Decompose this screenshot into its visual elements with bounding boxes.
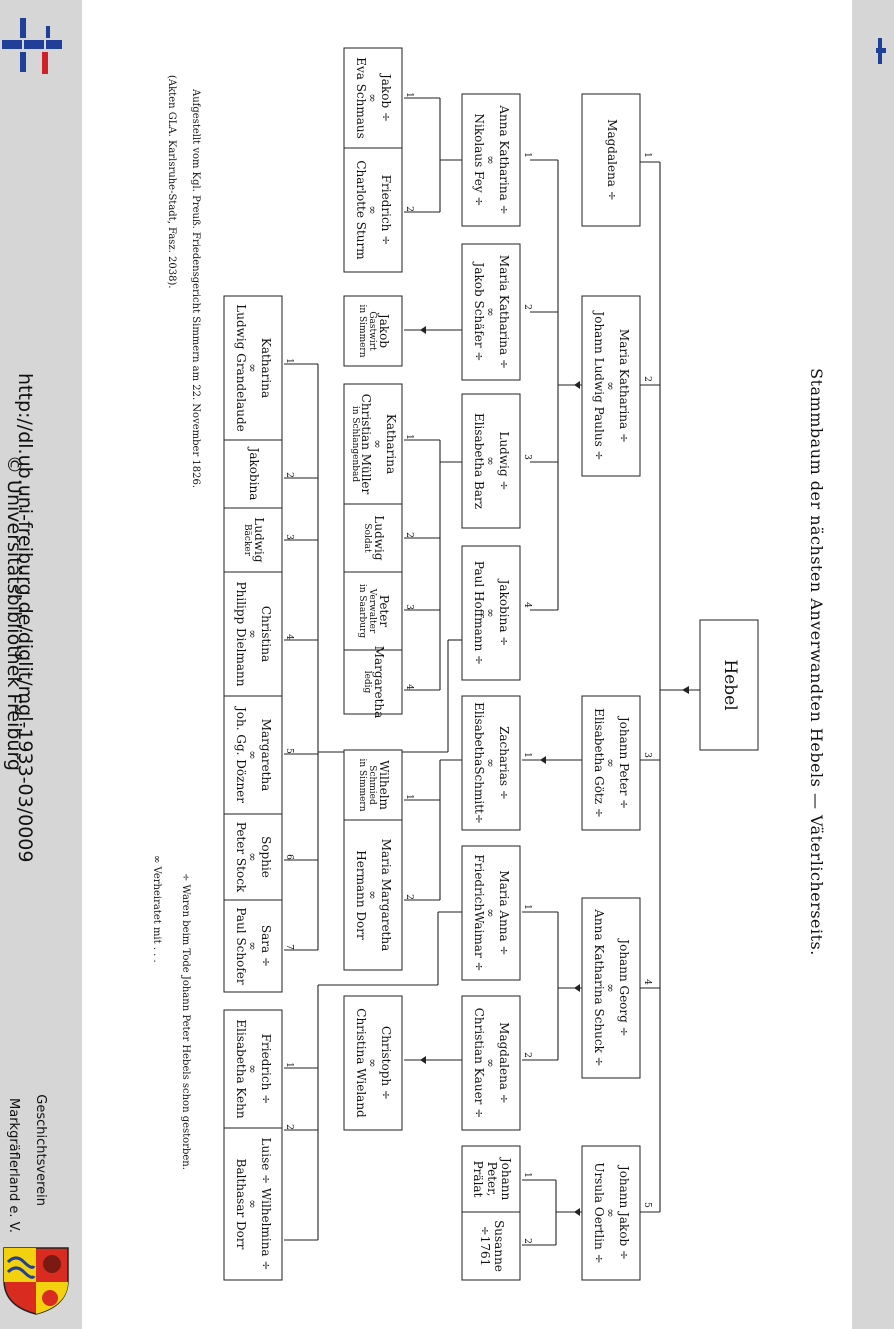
branch-number: 7 — [283, 944, 294, 950]
branch-number: 2 — [641, 376, 652, 382]
branch-number: 4 — [521, 602, 532, 608]
branch-number: 3 — [283, 534, 294, 540]
right-edge-logo-icon — [876, 38, 886, 64]
person-l2-jakobina: Jakobina ÷∞Paul Hoffmann ÷ — [472, 560, 512, 666]
branch-number: 2 — [283, 1124, 294, 1130]
branch-number: 1 — [403, 794, 414, 800]
footnote-source: Aufgestellt vom Kgl. Preuß. Friedensgeri… — [190, 89, 201, 489]
society-coat-of-arms-icon — [3, 1247, 69, 1315]
branch-number: 2 — [403, 894, 414, 900]
person-l3-friedrich: Friedrich ÷∞Charlotte Sturm — [354, 160, 394, 260]
person-l1-johann-jakob: Johann Jakob ÷∞Ursula Oertlin ÷ — [592, 1162, 632, 1264]
person-l4-jakobina: Jakobina — [246, 447, 261, 501]
person-l4-katharina: Katharina∞Ludwig Grandelaude — [234, 304, 274, 432]
person-l1-maria-katharina: Maria Katharina ÷∞Johann Ludwig Paulus ÷ — [592, 311, 632, 461]
ub-freiburg-logo-icon — [2, 18, 62, 74]
person-l4-luise-wilhelmina: Luise ÷ Wilhelmina ÷∞Balthasar Dorr — [234, 1137, 274, 1271]
branch-number: 6 — [283, 854, 294, 860]
society-name-line2: Markgräflerland e. V. — [6, 1098, 21, 1233]
person-l4-margaretha: Margaretha∞Joh. Gg. Dözner — [234, 706, 274, 804]
branch-number: 1 — [403, 434, 414, 440]
branch-number: 2 — [403, 532, 414, 538]
person-l2-maria-katharina: Maria Katharina ÷∞Jakob Schäfer ÷ — [472, 254, 512, 370]
person-l4-sara: Sara ÷∞Paul Schofer — [234, 907, 274, 985]
person-l2-magdalena: Magdalena ÷∞Christian Kauer ÷ — [472, 1007, 512, 1119]
branch-number: 3 — [521, 454, 532, 460]
branch-number: 4 — [283, 634, 294, 640]
person-l3-jakob: Jakob ÷∞Eva Schmaus — [354, 57, 394, 139]
person-l2-ludwig: Ludwig ÷∞Elisabetha Barz — [472, 412, 512, 510]
branch-number: 1 — [521, 152, 532, 158]
person-l2-maria-anna: Maria Anna ÷∞FriedrichWaimar ÷ — [472, 854, 512, 972]
person-l2-zacharias: Zacharias ÷∞ElisabethaSchmitt÷ — [472, 702, 512, 824]
copyright-notice: © Universitätsbibliothek Freiburg — [3, 455, 25, 771]
person-l4-sophie: Sophie∞Peter Stock — [234, 821, 274, 893]
branch-number: 1 — [521, 904, 532, 910]
branch-number: 2 — [283, 472, 294, 478]
viewer-right-margin — [852, 0, 894, 1329]
person-l4-friedrich: Friedrich ÷∞Elisabetha Kehn — [234, 1019, 274, 1119]
person-l3-christoph: Christoph ÷∞Christina Wieland — [354, 1008, 394, 1118]
branch-number: 3 — [403, 604, 414, 610]
person-l2-susanne: Susanne÷1761 — [478, 1220, 506, 1272]
branch-number: 1 — [403, 92, 414, 98]
branch-number: 2 — [521, 304, 532, 310]
branch-number: 2 — [521, 1052, 532, 1058]
footnote-married: ∞ Verheiratet mit . . . — [151, 855, 162, 963]
viewer-left-margin — [0, 0, 82, 1329]
branch-number: 1 — [283, 358, 294, 364]
person-l2-anna-katharina: Anna Katharina ÷∞Nikolaus Fey ÷ — [472, 105, 512, 215]
person-l1-johann-georg: Johann Georg ÷∞Anna Katharina Schuck ÷ — [592, 909, 632, 1067]
footnote-deceased: ÷ Waren beim Tode Johann Peter Hebels sc… — [180, 873, 191, 1170]
branch-number: 2 — [403, 206, 414, 212]
person-l4-christina: Christina∞Philipp Dielmann — [234, 581, 274, 687]
branch-number: 5 — [283, 748, 294, 754]
root-person-hebel: Hebel — [719, 659, 740, 711]
person-l1-magdalena: Magdalena ÷ — [604, 119, 619, 201]
society-name-line1: Geschichtsverein — [33, 1094, 48, 1206]
branch-number: 1 — [283, 1062, 294, 1068]
page-title: Stammbaum der nächsten Anverwandten Hebe… — [807, 368, 826, 956]
footnote-source-archive: (Akten GLA. Karlsruhe-Stadt, Fasz. 2038)… — [166, 75, 177, 289]
person-l3-maria-margaretha: Maria Margaretha∞Hermann Dorr — [354, 838, 394, 952]
branch-number: 1 — [641, 152, 652, 158]
branch-number: 4 — [403, 684, 414, 690]
person-l1-johann-peter: Johann Peter ÷∞Elisabetha Götz ÷ — [592, 708, 632, 818]
branch-number: 1 — [521, 1172, 532, 1178]
branch-number: 5 — [641, 1202, 652, 1208]
branch-number: 4 — [641, 979, 652, 985]
branch-number: 3 — [641, 752, 652, 758]
branch-number: 2 — [521, 1238, 532, 1244]
branch-number: 1 — [521, 752, 532, 758]
